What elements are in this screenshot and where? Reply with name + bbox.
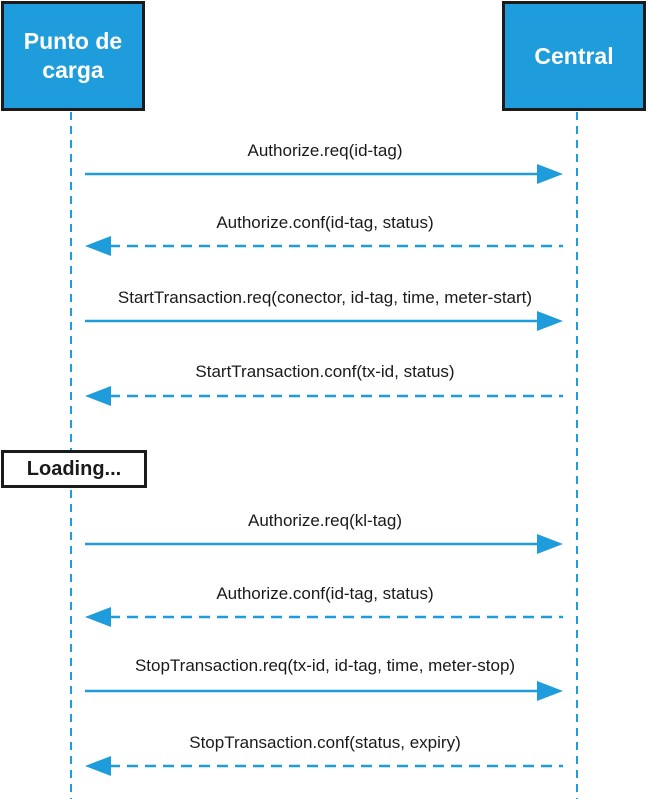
participant-label-line1: Punto de [23,28,123,55]
message-arrow [85,607,563,627]
loading-label: Loading... [26,457,122,480]
message-arrow [85,236,563,256]
arrowhead [537,534,563,554]
message-label: Authorize.conf(id-tag, status) [216,584,434,603]
message-arrow [85,386,563,406]
arrowhead [85,236,111,256]
arrowhead [537,681,563,701]
message-label: Authorize.conf(id-tag, status) [216,213,434,232]
participant-punto-de-carga: Punto de carga [1,1,145,111]
message-label: Authorize.req(kl-tag) [247,511,402,530]
message-arrow [85,311,563,331]
arrowhead [85,386,111,406]
arrowhead [537,164,563,184]
message-label: StartTransaction.conf(tx-id, status) [195,362,455,381]
message-arrow [85,164,563,184]
participant-label: Central [534,42,614,69]
message-label: StopTransaction.req(tx-id, id-tag, time,… [134,656,516,675]
arrowhead [537,311,563,331]
loading-indicator: Loading... [1,450,147,488]
arrowhead [85,607,111,627]
participant-label-line2: carga [42,57,104,83]
message-arrow [85,756,563,776]
participant-central: Central [502,1,646,111]
message-label: Authorize.req(id-tag) [247,141,403,160]
message-arrow [85,534,563,554]
message-arrow [85,681,563,701]
arrowhead [85,756,111,776]
message-label: StopTransaction.conf(status, expiry) [189,733,461,752]
message-label: StartTransaction.req(conector, id-tag, t… [117,288,533,307]
